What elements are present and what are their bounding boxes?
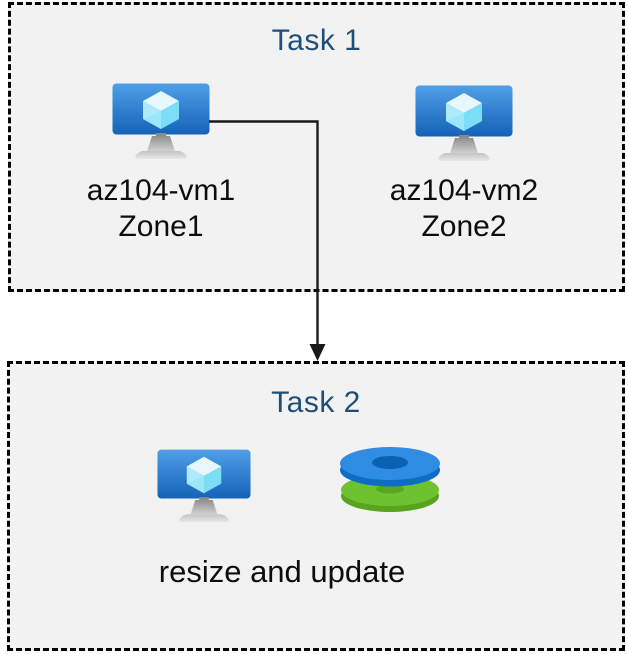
vm1-zone: Zone1	[118, 210, 204, 243]
task2-panel	[7, 361, 625, 651]
azure-virtual-machine-icon	[415, 85, 513, 161]
azure-virtual-machine-icon	[157, 449, 251, 522]
azure-disks-icon	[340, 447, 440, 512]
vm2-zone: Zone2	[421, 210, 507, 243]
vm2-name: az104-vm2	[389, 174, 539, 207]
task1-title: Task 1	[271, 24, 362, 57]
vm1-label: az104-vm1 Zone1	[66, 173, 256, 245]
azure-virtual-machine-icon	[112, 83, 210, 159]
vm1-name: az104-vm1	[86, 174, 236, 207]
vm2-label: az104-vm2 Zone2	[369, 173, 559, 245]
task2-caption: resize and update	[158, 554, 406, 589]
arrowhead-icon	[309, 344, 326, 361]
task2-title: Task 2	[271, 386, 361, 419]
